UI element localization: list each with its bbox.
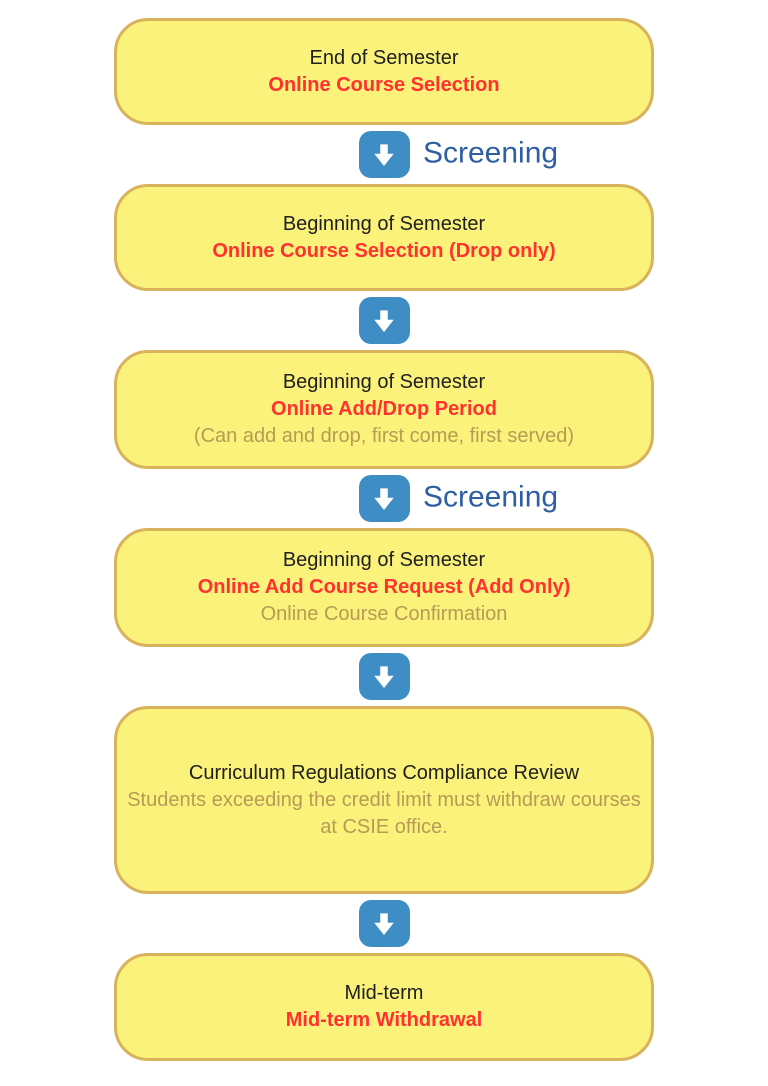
connector-2 [0,297,768,344]
step-highlight: Mid-term Withdrawal [285,1009,483,1031]
step-box-drop-only: Beginning of Semester Online Course Sele… [114,184,654,291]
step-highlight: Online Add Course Request (Add Only) [197,576,571,598]
connector-label: Screening [423,480,559,514]
step-note: Online Course Confirmation [260,603,508,625]
step-title: Mid-term [344,982,424,1004]
step-title: End of Semester [309,46,459,69]
down-arrow-icon [358,653,410,700]
down-arrow-icon [358,131,410,178]
step-box-compliance-review: Curriculum Regulations Compliance Review… [114,706,654,894]
connector-5 [0,900,768,947]
connector-screening-2: Screening [0,475,768,522]
connector-4 [0,653,768,700]
step-highlight: Online Add/Drop Period [271,398,497,420]
step-title: Beginning of Semester [282,212,486,235]
step-highlight: Online Course Selection [268,73,500,96]
step-title: Curriculum Regulations Compliance Review [188,761,580,784]
step-box-add-course-request: Beginning of Semester Online Add Course … [114,528,654,647]
step-note: Students exceeding the credit limit must… [127,788,641,838]
connector-label: Screening [423,136,559,170]
down-arrow-icon [358,297,410,344]
down-arrow-icon [358,475,410,522]
step-title: Beginning of Semester [282,549,486,571]
step-box-end-of-semester: End of Semester Online Course Selection [114,18,654,125]
connector-screening-1: Screening [0,131,768,178]
step-highlight: Online Course Selection (Drop only) [212,239,556,262]
step-box-mid-term: Mid-term Mid-term Withdrawal [114,953,654,1061]
step-box-add-drop-period: Beginning of Semester Online Add/Drop Pe… [114,350,654,469]
step-title: Beginning of Semester [282,371,486,393]
step-note: (Can add and drop, first come, first ser… [193,425,575,447]
down-arrow-icon [358,900,410,947]
